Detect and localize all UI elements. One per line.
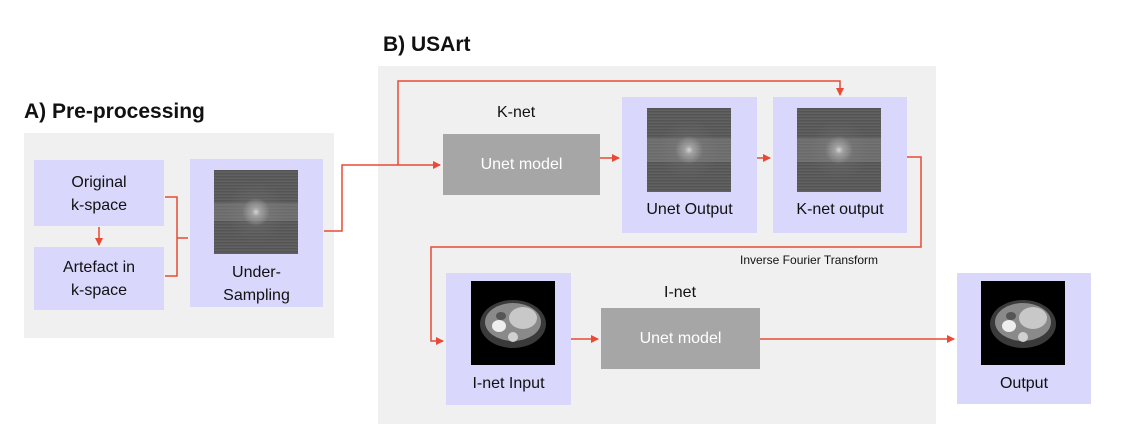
artefact-kspace-label: Artefact in k-space (62, 259, 136, 299)
inet-input-image (471, 281, 555, 365)
original-kspace-label: Original k-space (70, 174, 128, 214)
inet-input-label: I-net Input (472, 375, 545, 392)
arrow-undersampling-to-knet (324, 161, 441, 232)
original-kspace-box (34, 160, 164, 226)
output-label: Output (999, 375, 1049, 392)
unet-output-label: Unet Output (646, 201, 733, 218)
artefact-kspace-box (34, 247, 164, 310)
knet-output-label: K-net output (796, 201, 884, 218)
inverse-fourier-label: Inverse Fourier Transform (740, 253, 879, 267)
unet-output-image (647, 108, 731, 192)
bracket-to-undersampling (165, 196, 188, 277)
knet-output-image (797, 108, 881, 192)
undersampled-kspace-image (214, 170, 298, 254)
knet-unet-model: Unet model (443, 134, 600, 195)
arrow-skip-to-knet-output (397, 80, 844, 165)
arrow-knet-output-to-inet-input (430, 156, 922, 345)
inet-label: I-net (664, 284, 697, 301)
usart-title: B) USArt (383, 33, 471, 56)
knet-label: K-net (497, 104, 536, 121)
output-image (981, 281, 1065, 365)
preprocessing-title: A) Pre-processing (24, 100, 205, 123)
inet-unet-model: Unet model (601, 308, 760, 369)
undersampling-label: Under- Sampling (223, 264, 290, 304)
